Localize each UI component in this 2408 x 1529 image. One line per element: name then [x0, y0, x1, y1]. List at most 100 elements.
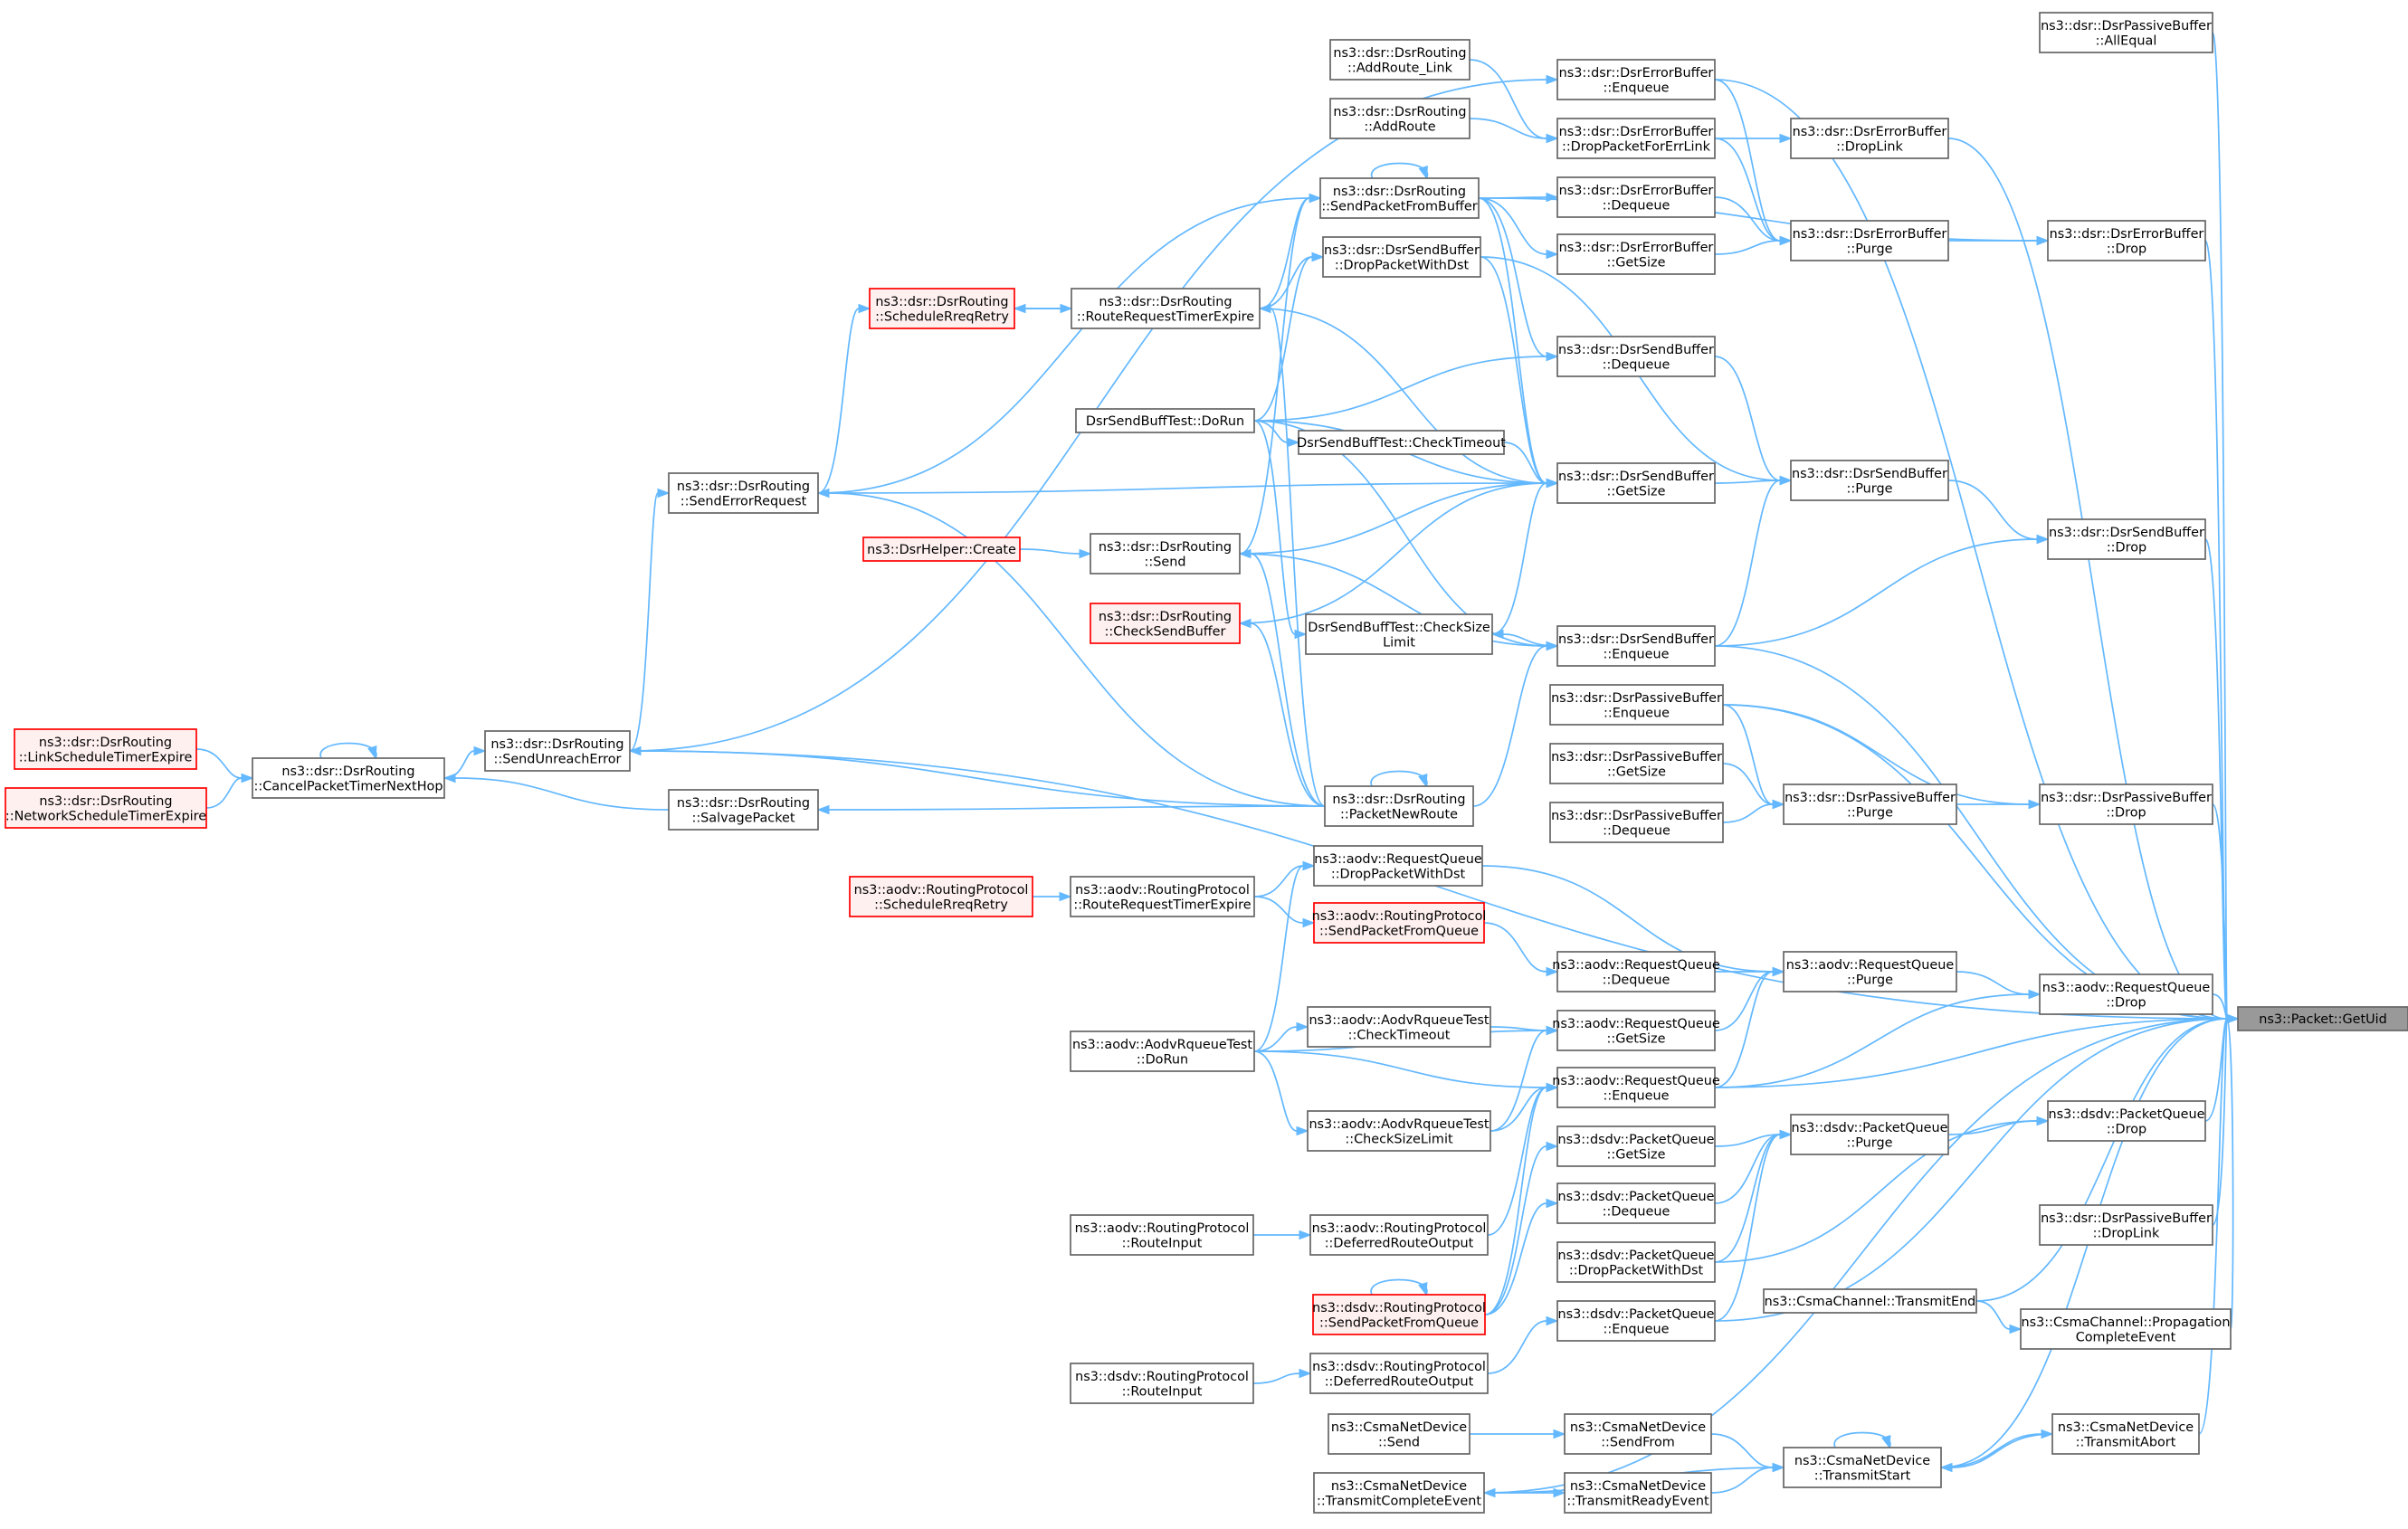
- node-eb-dequeue[interactable]: ns3::dsr::DsrErrorBuffer::Dequeue: [1556, 176, 1716, 218]
- node-pb-dequeue[interactable]: ns3::dsr::DsrPassiveBuffer::Dequeue: [1549, 802, 1724, 843]
- node-box: [1309, 1353, 1489, 1394]
- node-label-line: Limit: [1383, 635, 1415, 650]
- node-dr-checksendbuffer[interactable]: ns3::dsr::DsrRouting::CheckSendBuffer: [1090, 603, 1241, 644]
- node-dr-lste[interactable]: ns3::dsr::DsrRouting::LinkScheduleTimerE…: [14, 728, 197, 770]
- node-box: [1322, 236, 1481, 278]
- node-cnd-txabort[interactable]: ns3::CsmaNetDevice::TransmitAbort: [2051, 1413, 2200, 1455]
- node-dr-sue[interactable]: ns3::dsr::DsrRouting::SendUnreachError: [484, 730, 631, 772]
- edge-arrowhead: [1546, 1082, 1559, 1093]
- node-ar-srr[interactable]: ns3::aodv::RoutingProtocol::ScheduleRreq…: [849, 876, 1033, 917]
- node-pq-drop[interactable]: ns3::dsdv::PacketQueue::Drop: [2047, 1100, 2206, 1142]
- node-sb-enqueue[interactable]: ns3::dsr::DsrSendBuffer::Enqueue: [1556, 625, 1716, 667]
- edges-layer: [195, 32, 2240, 1498]
- node-t-dorun[interactable]: DsrSendBuffTest::DoRun: [1075, 408, 1255, 433]
- node-pb-getsize[interactable]: ns3::dsr::DsrPassiveBuffer::GetSize: [1549, 743, 1724, 784]
- edge-arrowhead: [1296, 1125, 1309, 1136]
- node-cnd-txstart[interactable]: ns3::CsmaNetDevice::TransmitStart: [1783, 1447, 1942, 1488]
- node-dr-send[interactable]: ns3::dsr::DsrRouting::Send: [1090, 533, 1241, 575]
- node-cnd-txready[interactable]: ns3::CsmaNetDevice::TransmitReadyEvent: [1564, 1472, 1712, 1514]
- node-cnd-sendfrom[interactable]: ns3::CsmaNetDevice::SendFrom: [1564, 1413, 1712, 1455]
- node-label-line: ::Purge: [1847, 242, 1893, 256]
- node-label-line: ns3::dsr::DsrSendBuffer: [1558, 343, 1714, 357]
- node-label-line: ::Dequeue: [1603, 1204, 1670, 1219]
- node-pb-allequal[interactable]: ns3::dsr::DsrPassiveBuffer::AllEqual: [2039, 12, 2213, 53]
- node-rq-dequeue[interactable]: ns3::aodv::RequestQueue::Dequeue: [1552, 951, 1720, 992]
- node-dh-create[interactable]: ns3::DsrHelper::Create: [862, 537, 1021, 562]
- node-getuid[interactable]: ns3::Packet::GetUid: [2237, 1006, 2408, 1031]
- node-rq-enqueue[interactable]: ns3::aodv::RequestQueue::Enqueue: [1552, 1067, 1720, 1108]
- edge-T_DoRun-to-T_CheckSizeLimit: [1253, 420, 1296, 635]
- node-ds-spfq[interactable]: ns3::dsdv::RoutingProtocol::SendPacketFr…: [1312, 1294, 1486, 1335]
- node-dr-nste[interactable]: ns3::dsr::DsrRouting::NetworkScheduleTim…: [5, 787, 207, 829]
- node-eb-purge[interactable]: ns3::dsr::DsrErrorBuffer::Purge: [1790, 220, 1949, 261]
- node-eb-droplink[interactable]: ns3::dsr::DsrErrorBuffer::DropLink: [1790, 118, 1949, 159]
- node-box: [252, 757, 445, 799]
- edge-AR_DRO-to-RQ_Enqueue: [1487, 1087, 1547, 1236]
- node-dr-spfb[interactable]: ns3::dsr::DsrRouting::SendPacketFromBuff…: [1319, 177, 1480, 219]
- edge-RQ_Enqueue-to-GetUid: [1714, 1018, 2228, 1088]
- edge-arrowhead: [2036, 1116, 2050, 1126]
- node-rq-drop[interactable]: ns3::aodv::RequestQueue::Drop: [2039, 973, 2213, 1015]
- edge-DR_AddRouteLink-to-EB_DropPFEL: [1469, 59, 1547, 139]
- node-label-line: ::ScheduleRreqRetry: [874, 897, 1008, 912]
- node-dr-addroute[interactable]: ns3::dsr::DsrRouting::AddRoute: [1329, 98, 1470, 139]
- node-rq-getsize[interactable]: ns3::aodv::RequestQueue::GetSize: [1552, 1010, 1720, 1051]
- node-label-line: ::CheckTimeout: [1348, 1028, 1451, 1042]
- node-pq-purge[interactable]: ns3::dsdv::PacketQueue::Purge: [1790, 1114, 1949, 1155]
- node-at-dorun[interactable]: ns3::aodv::AodvRqueueTest::DoRun: [1070, 1030, 1255, 1072]
- node-dr-packetnewroute[interactable]: ns3::dsr::DsrRouting::PacketNewRoute: [1324, 785, 1474, 827]
- node-t-checksizelimit[interactable]: DsrSendBuffTest::CheckSizeLimit: [1305, 613, 1493, 655]
- edge-DR_Send-to-SB_Enqueue: [1239, 553, 1547, 647]
- node-dr-ser[interactable]: ns3::dsr::DsrRouting::SendErrorRequest: [668, 472, 819, 514]
- node-rq-droppwd[interactable]: ns3::aodv::RequestQueue::DropPacketWithD…: [1313, 845, 1483, 887]
- node-pb-purge[interactable]: ns3::dsr::DsrPassiveBuffer::Purge: [1783, 783, 1957, 825]
- node-dr-addroutelink[interactable]: ns3::dsr::DsrRouting::AddRoute_Link: [1329, 39, 1470, 81]
- node-ar-rrte[interactable]: ns3::aodv::RoutingProtocol::RouteRequest…: [1070, 876, 1255, 917]
- node-rq-purge[interactable]: ns3::aodv::RequestQueue::Purge: [1783, 951, 1957, 992]
- node-pq-dequeue[interactable]: ns3::dsdv::PacketQueue::Dequeue: [1556, 1182, 1716, 1224]
- node-ar-routeinput[interactable]: ns3::aodv::RoutingProtocol::RouteInput: [1070, 1214, 1254, 1256]
- node-cnd-send[interactable]: ns3::CsmaNetDevice::Send: [1328, 1413, 1470, 1455]
- node-eb-droppfel[interactable]: ns3::dsr::DsrErrorBuffer::DropPacketForE…: [1556, 118, 1716, 159]
- node-ds-routeinput[interactable]: ns3::dsdv::RoutingProtocol::RouteInput: [1070, 1363, 1254, 1404]
- node-label-line: ::SalvagePacket: [691, 811, 795, 825]
- node-sb-droppwd[interactable]: ns3::dsr::DsrSendBuffer::DropPacketWithD…: [1322, 236, 1481, 278]
- node-box: [1556, 59, 1716, 100]
- node-box: [1324, 785, 1474, 827]
- edge-DR_SPFB-to-EB_GetSize: [1478, 197, 1547, 255]
- node-sb-drop[interactable]: ns3::dsr::DsrSendBuffer::Drop: [2047, 518, 2206, 560]
- node-pq-droppwd[interactable]: ns3::dsdv::PacketQueue::DropPacketWithDs…: [1556, 1241, 1716, 1283]
- node-cnd-txcomplete[interactable]: ns3::CsmaNetDevice::TransmitCompleteEven…: [1313, 1472, 1485, 1514]
- node-sb-dequeue[interactable]: ns3::dsr::DsrSendBuffer::Dequeue: [1556, 336, 1716, 377]
- node-dr-salvagepacket[interactable]: ns3::dsr::DsrRouting::SalvagePacket: [668, 789, 819, 831]
- node-box: [2039, 973, 2213, 1015]
- edge-RQ_Enqueue-to-RQ_Purge: [1714, 971, 1774, 1088]
- edge-CND_TxStart-to-CND_TxStart: [1833, 1431, 1891, 1448]
- node-cc-prop[interactable]: ns3::CsmaChannel::PropagationCompleteEve…: [2020, 1308, 2232, 1350]
- node-box: [2047, 220, 2206, 261]
- node-at-checksizelimit[interactable]: ns3::aodv::AodvRqueueTest::CheckSizeLimi…: [1307, 1110, 1491, 1152]
- node-pb-drop[interactable]: ns3::dsr::DsrPassiveBuffer::Drop: [2039, 783, 2213, 825]
- edge-DR_AddRoute-to-EB_DropPFEL: [1469, 118, 1547, 139]
- node-sb-purge[interactable]: ns3::dsr::DsrSendBuffer::Purge: [1790, 460, 1949, 501]
- node-pb-droplink[interactable]: ns3::dsr::DsrPassiveBuffer::DropLink: [2039, 1204, 2213, 1246]
- node-dr-srr[interactable]: ns3::dsr::DsrRouting::ScheduleRreqRetry: [869, 288, 1015, 329]
- node-ar-spfq[interactable]: ns3::aodv::RoutingProtocol::SendPacketFr…: [1312, 902, 1487, 944]
- node-ds-dro[interactable]: ns3::dsdv::RoutingProtocol::DeferredRout…: [1309, 1353, 1489, 1394]
- node-eb-drop[interactable]: ns3::dsr::DsrErrorBuffer::Drop: [2047, 220, 2206, 261]
- node-t-checktimeout[interactable]: DsrSendBuffTest::CheckTimeout: [1297, 430, 1506, 455]
- node-eb-enqueue[interactable]: ns3::dsr::DsrErrorBuffer::Enqueue: [1556, 59, 1716, 100]
- node-dr-rrte[interactable]: ns3::dsr::DsrRouting::RouteRequestTimerE…: [1071, 288, 1261, 329]
- node-eb-getsize[interactable]: ns3::dsr::DsrErrorBuffer::GetSize: [1556, 233, 1716, 275]
- node-pq-getsize[interactable]: ns3::dsdv::PacketQueue::GetSize: [1556, 1125, 1716, 1167]
- node-at-checktimeout[interactable]: ns3::aodv::AodvRqueueTest::CheckTimeout: [1307, 1006, 1491, 1048]
- node-cc-txend[interactable]: ns3::CsmaChannel::TransmitEnd: [1763, 1288, 1977, 1314]
- node-dr-cptnh[interactable]: ns3::dsr::DsrRouting::CancelPacketTimerN…: [252, 757, 445, 799]
- node-pq-enqueue[interactable]: ns3::dsdv::PacketQueue::Enqueue: [1556, 1300, 1716, 1342]
- node-ar-dro[interactable]: ns3::aodv::RoutingProtocol::DeferredRout…: [1309, 1214, 1489, 1256]
- edge-T_DoRun-to-T_CheckTimeout: [1253, 420, 1289, 443]
- edge-CND_TxAbort-to-CND_TxStart: [1951, 1433, 2053, 1468]
- node-box: [1309, 1214, 1489, 1256]
- node-sb-getsize[interactable]: ns3::dsr::DsrSendBuffer::GetSize: [1556, 462, 1716, 504]
- node-pb-enqueue[interactable]: ns3::dsr::DsrPassiveBuffer::Enqueue: [1549, 684, 1724, 726]
